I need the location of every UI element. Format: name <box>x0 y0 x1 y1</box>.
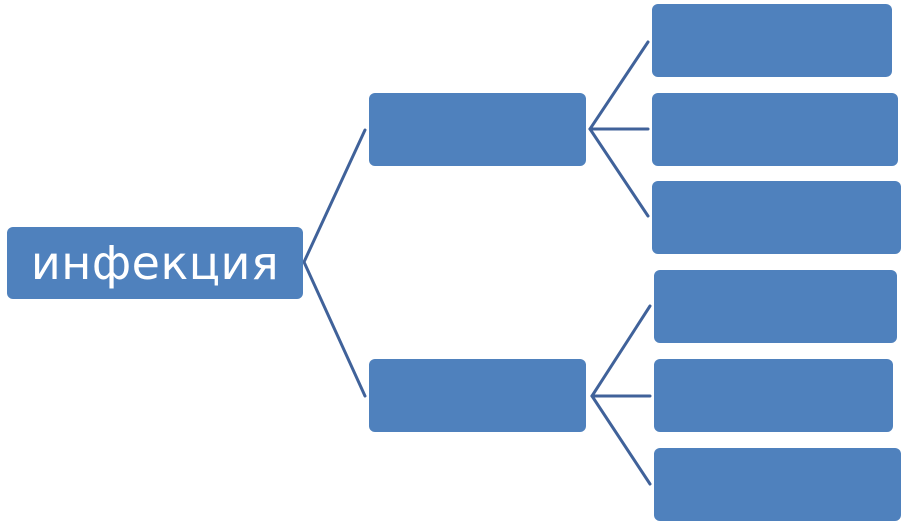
root-node-label: инфекция <box>30 236 280 290</box>
leaf-node-2-1 <box>654 270 897 343</box>
connector-branch-2-leaf-3 <box>590 394 652 486</box>
connector-branch-1-leaf-3 <box>588 127 650 218</box>
connector-root-branch-2 <box>302 260 367 398</box>
connector-branch-2-leaf-1 <box>590 304 652 398</box>
connector-branch-1-leaf-1 <box>588 40 650 131</box>
leaf-node-1-2 <box>652 93 898 166</box>
leaf-node-1-1 <box>652 4 892 77</box>
leaf-node-2-3 <box>654 448 901 521</box>
root-node-infection: инфекция <box>7 227 303 299</box>
connector-root-branch-1 <box>302 128 367 264</box>
leaf-node-2-2 <box>654 359 893 432</box>
branch-node-2 <box>369 359 586 432</box>
leaf-node-1-3 <box>652 181 901 254</box>
branch-node-1 <box>369 93 586 166</box>
